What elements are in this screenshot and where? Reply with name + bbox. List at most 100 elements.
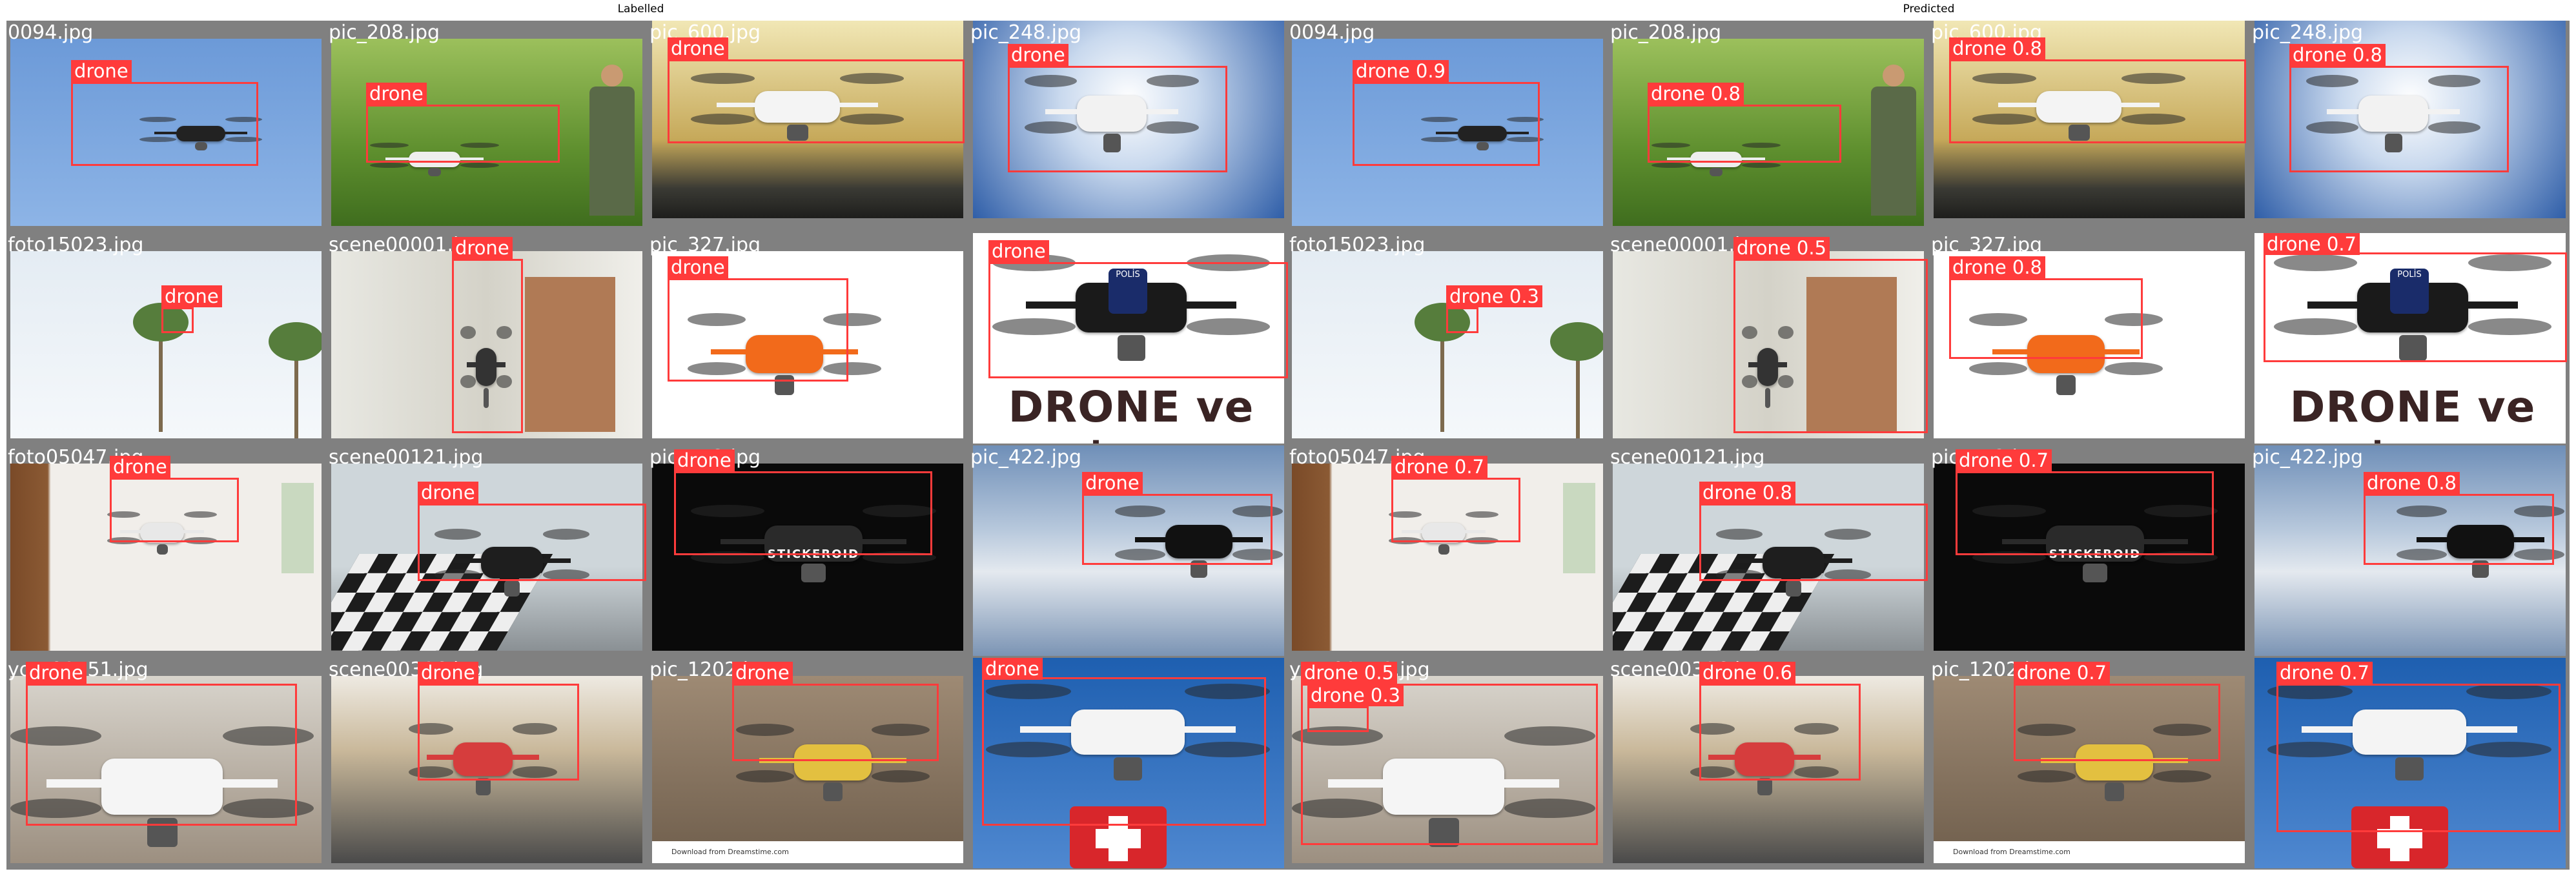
person-head [601,65,623,87]
drone-rotor [2121,73,2185,84]
drone-rotor [1690,722,1735,735]
drone-rotor [691,505,764,518]
tree-trunk [294,342,298,438]
drone-rotor [1147,121,1199,134]
box-label: drone [988,240,1049,262]
drone-rotor [986,742,1071,757]
drone-rotor [225,137,262,143]
drone-camera [2056,375,2076,395]
drone-camera [484,388,489,408]
bounding-box [668,59,965,143]
box-label: drone [418,662,478,684]
tree-crown [1415,303,1470,342]
image-detail [1563,483,1595,573]
drone-camera [156,544,168,555]
drone-camera [475,778,491,795]
medkit-cross-h [2377,829,2422,848]
drone-arm [1734,558,1853,564]
drone-rotor [1778,375,1794,389]
box-label: drone 0.5 [1301,662,1397,684]
drone-rotor [2397,549,2447,560]
cell-photo [973,658,1284,868]
drone-iha-banner: DRONE ve İHA [2289,382,2536,444]
drone-rotor [2144,505,2218,518]
filename-label: pic_422.jpg [2252,446,2364,469]
drone-camera [823,782,843,801]
drone-rotor [691,73,755,84]
box-label: drone 0.3 [1307,684,1404,706]
medkit-cross-h [1096,829,1141,848]
cell-photo [1613,676,1924,863]
drone-rotor [2514,505,2564,517]
image-detail [1806,277,1897,432]
drone-rotor [1185,684,1270,699]
drone-arm [426,755,540,760]
cell-photo [1292,464,1603,651]
bounding-box [110,478,239,542]
cell-photo: DRONE ve İHAPOLİS [973,233,1284,444]
drone-rotor [1716,569,1763,580]
drone-arm [2301,726,2518,733]
drone-rotor [1421,116,1458,122]
box-label: drone [110,456,170,478]
box-label: drone [452,237,513,259]
bounding-box [2264,252,2567,362]
drone-rotor [10,799,101,818]
box-label: drone [732,662,793,684]
drone-arm [2001,538,2189,544]
drone-rotor [1507,137,1544,143]
cell-photo: STICKEROID [1934,464,2245,651]
person-body [589,87,635,216]
mosaic-cell: drone 0.7 [2251,658,2570,868]
drone-rotor [223,799,314,818]
bounding-box [1699,684,1861,781]
drone-rotor [1651,142,1690,148]
bounding-box [674,471,932,555]
drone-rotor [1716,529,1763,540]
cell-photo [1613,251,1924,438]
drone-arm [1708,755,1821,760]
cell-photo [331,251,642,438]
cell-photo [331,39,642,226]
mosaic-cell: DRONE ve İHAPOLİSdrone [969,233,1288,444]
bounding-box [1301,684,1598,845]
drone-camera [147,818,178,847]
bounding-box [988,262,1288,378]
drone-arm [1748,362,1788,368]
cell-photo [10,676,322,863]
filename-label: scene00121.jpg [1610,446,1765,469]
person-body [1871,87,1916,216]
image-detail [281,483,314,573]
drone-rotor [2018,724,2076,737]
drone-rotor [1147,75,1199,88]
cell-photo [2254,658,2566,868]
drone-rotor [691,114,755,125]
drone-rotor [2306,75,2358,88]
panel-title-labelled: Labelled [617,3,664,15]
box-label: drone [418,482,478,504]
drone-camera [194,142,207,150]
filename-label: foto15023.jpg [8,234,144,256]
drone-rotor [2105,312,2163,326]
drone-camera [786,124,808,141]
cell-photo [331,676,642,863]
box-label: drone 0.7 [1956,449,2052,471]
drone-rotor [1972,73,2036,84]
cell-photo [10,251,322,438]
bounding-box [1699,504,1928,581]
box-label: drone 0.8 [1949,256,2045,278]
drone-rotor [223,726,314,746]
drone-rotor [2274,318,2357,336]
tree-crown [1550,322,1603,361]
bounding-box [732,684,939,761]
tree-trunk [1440,322,1444,432]
drone-rotor [2306,121,2358,134]
